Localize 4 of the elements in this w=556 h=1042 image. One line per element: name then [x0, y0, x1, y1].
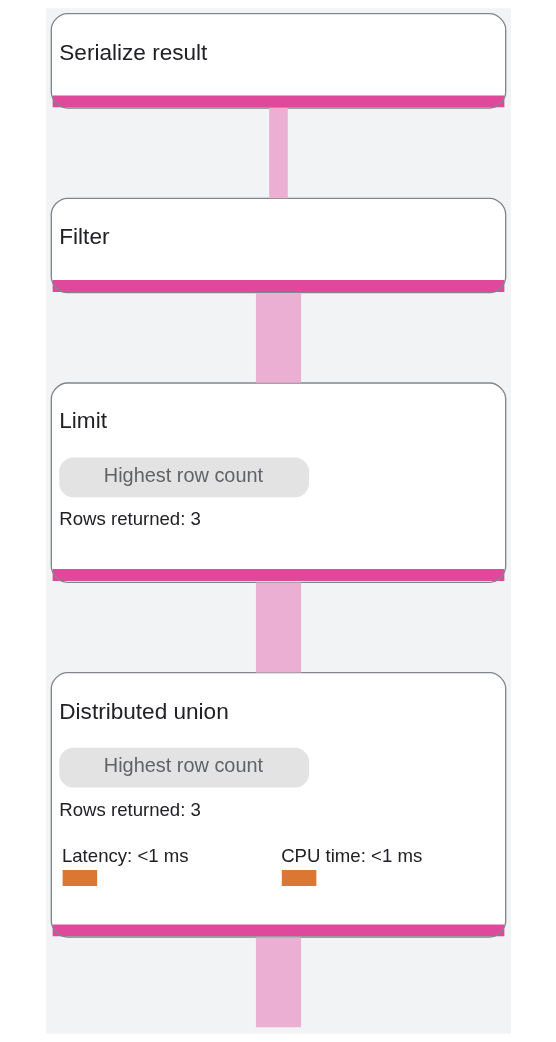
connector	[255, 937, 301, 1028]
connector	[268, 108, 288, 199]
connector	[255, 293, 301, 383]
connector	[255, 582, 301, 673]
